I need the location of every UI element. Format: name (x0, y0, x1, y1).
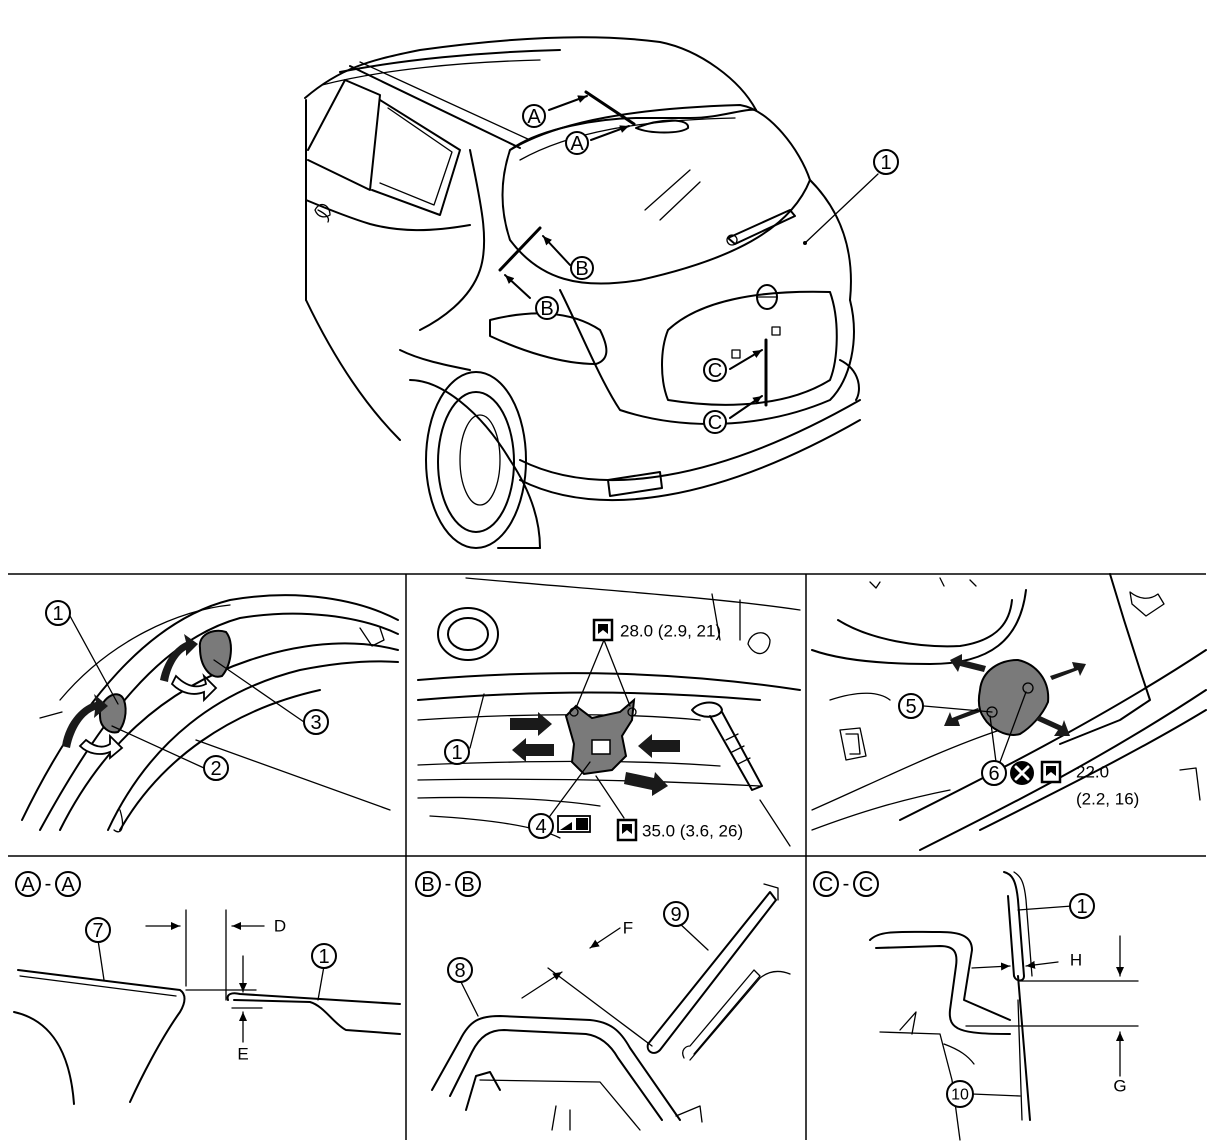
svg-text:C: C (708, 360, 722, 382)
svg-text:A: A (527, 106, 541, 128)
svg-text:A: A (570, 133, 584, 155)
callout-1-section-a: 1 (311, 943, 337, 969)
svg-text:5: 5 (905, 696, 916, 718)
svg-text:B: B (575, 258, 588, 280)
section-title-a-a: A - A (15, 871, 81, 897)
panel-striker (417, 577, 801, 847)
vehicle-rear-view (304, 36, 879, 549)
svg-text:C: C (708, 412, 722, 434)
callout-5: 5 (898, 693, 924, 719)
torque-value-lock: 22.0 (1076, 763, 1109, 782)
callout-3: 3 (303, 709, 329, 735)
section-b-b-drawing (431, 883, 791, 1131)
torque-wrench-icon (1040, 760, 1062, 784)
section-marker-b-lower: B (535, 296, 559, 320)
svg-text:3: 3 (310, 712, 321, 734)
section-title-c-c: C - C (813, 871, 879, 897)
section-a-a-drawing (13, 909, 401, 1105)
svg-text:10: 10 (951, 1087, 969, 1104)
section-marker-a-lower: A (565, 131, 589, 155)
svg-text:-: - (45, 873, 52, 895)
svg-text:C: C (859, 874, 873, 896)
section-title-b-b: B - B (415, 871, 481, 897)
torque-wrench-icon (592, 618, 614, 642)
svg-text:4: 4 (535, 816, 546, 838)
svg-text:9: 9 (670, 904, 681, 926)
svg-text:8: 8 (454, 960, 465, 982)
callout-1-top: 1 (873, 149, 899, 175)
do-not-reuse-icon (1010, 761, 1034, 785)
svg-text:B: B (421, 874, 434, 896)
callout-2: 2 (203, 755, 229, 781)
torque-value-lock-units: (2.2, 16) (1076, 790, 1139, 809)
callout-9: 9 (663, 901, 689, 927)
callout-7: 7 (85, 917, 111, 943)
callout-1-panel1: 1 (45, 600, 71, 626)
adjust-icon (557, 815, 591, 833)
svg-text:A: A (21, 874, 35, 896)
callout-1-panel2: 1 (444, 739, 470, 765)
torque-wrench-icon (616, 818, 638, 842)
svg-text:1: 1 (880, 152, 891, 174)
svg-text:C: C (819, 874, 833, 896)
callout-1-section-c: 1 (1069, 893, 1095, 919)
svg-text:2: 2 (210, 758, 221, 780)
dimension-h: H (1070, 951, 1082, 970)
dimension-g: G (1113, 1077, 1126, 1096)
section-c-c-drawing (869, 871, 1139, 1141)
svg-text:-: - (445, 873, 452, 895)
dimension-e: E (237, 1045, 248, 1064)
svg-text:1: 1 (318, 946, 329, 968)
section-marker-a-upper: A (522, 104, 546, 128)
callout-10: 10 (946, 1080, 974, 1108)
callout-8: 8 (447, 957, 473, 983)
callout-4: 4 (528, 813, 554, 839)
section-cut-a (548, 90, 636, 141)
panel-grid (8, 573, 1206, 1140)
svg-text:A: A (61, 874, 75, 896)
svg-text:B: B (461, 874, 474, 896)
dimension-d: D (274, 917, 286, 936)
svg-text:1: 1 (1076, 896, 1087, 918)
svg-text:1: 1 (451, 742, 462, 764)
dimension-f: F (623, 919, 633, 938)
section-marker-b-upper: B (570, 256, 594, 280)
svg-text:-: - (843, 873, 850, 895)
callout-6: 6 (981, 760, 1007, 786)
svg-text:7: 7 (92, 920, 103, 942)
torque-value-striker: 35.0 (3.6, 26) (642, 822, 743, 841)
torque-value-striker-bolt: 28.0 (2.9, 21) (620, 622, 721, 641)
section-marker-c-lower: C (703, 410, 727, 434)
panel-lock (811, 573, 1207, 851)
section-marker-c-upper: C (703, 358, 727, 382)
panel-bumper-rubbers (21, 594, 399, 833)
section-cut-c (729, 338, 768, 419)
section-cut-b (498, 226, 571, 299)
svg-text:6: 6 (988, 763, 999, 785)
svg-text:B: B (540, 298, 553, 320)
svg-text:1: 1 (52, 603, 63, 625)
